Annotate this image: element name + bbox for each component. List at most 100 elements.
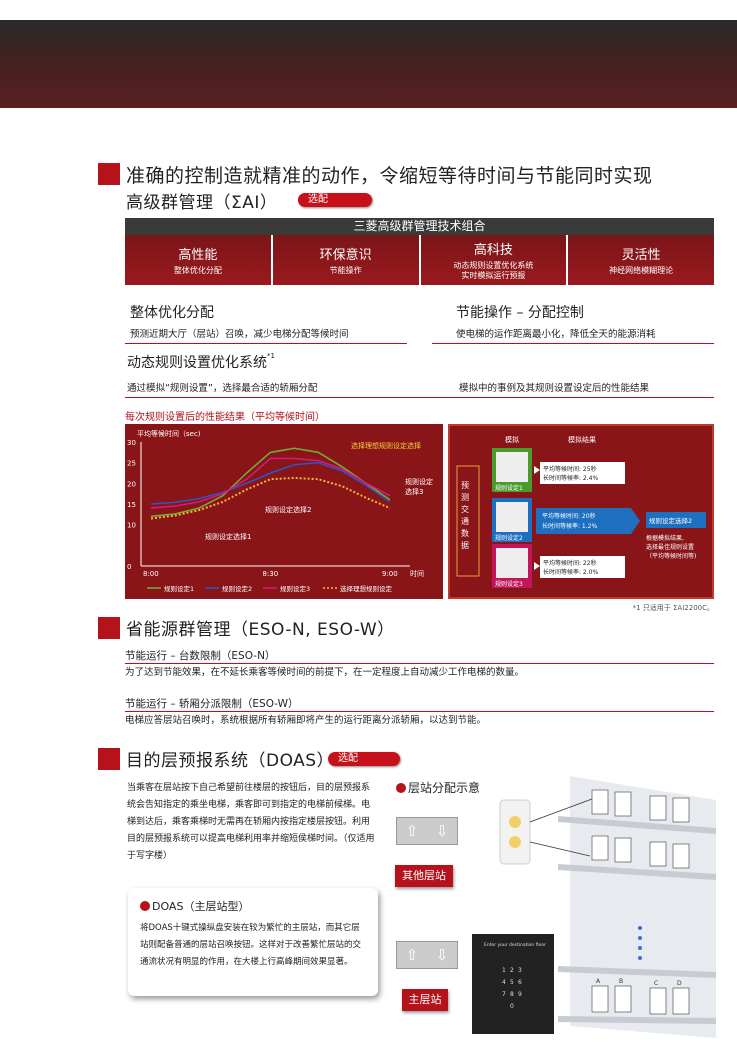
down-arrow-icon: ⇩ [435, 946, 449, 964]
section1-title: 准确的控制造就精准的动作，令缩短等待时间与节能同时实现 [126, 165, 653, 187]
x-axis-label: 时间 [410, 569, 424, 578]
header-banner [0, 20, 737, 108]
side-bracket [456, 465, 480, 577]
doas-box-title: DOAS（主层站型） [140, 898, 366, 914]
pointer-line [529, 795, 601, 823]
eso-n-desc: 为了达到节能效果，在不延长乘客等候时间的前提下，在一定程度上自动减少工作电梯的数… [125, 667, 525, 678]
keypad-key: 9 [518, 991, 522, 998]
elevator-door [591, 985, 609, 1013]
combo-sub: 神经网络模糊理论 [609, 266, 674, 275]
pointer-line [529, 841, 591, 857]
case3-label: 规则设定3 [495, 580, 523, 588]
energy-title: 节能操作 – 分配控制 [456, 305, 584, 321]
eso-w-title: 节能运行 – 轿厢分派限制（ESO-W） [125, 698, 299, 710]
other-floor-label: 其他层站 [395, 865, 453, 887]
divider [432, 343, 714, 344]
case2-arrow [631, 508, 640, 534]
y-tick-label: 10 [127, 522, 136, 530]
elevator-door [672, 797, 690, 823]
option-badge: 选配 [328, 752, 400, 766]
floor-slab [558, 1016, 716, 1024]
case2-label: 规则设定2 [495, 534, 523, 542]
rule3-annotation-a: 规则设定 [405, 477, 433, 486]
hall-button-other: ⇧⇩ [396, 817, 458, 845]
simulation-panel: 模拟 模拟结果 预 测 交 通 数 据 规则设定1 平均等候时间: 25秒 长时… [448, 424, 714, 599]
combo-cell: 高科技 动态规则设置优化系统 实时模拟运行预报 [420, 235, 569, 285]
rule1-annotation: 规则设定选择1 [205, 532, 251, 541]
rule3-annotation-b: 选择3 [405, 487, 423, 496]
keypad-key: 4 [502, 979, 506, 986]
series-line [150, 457, 391, 509]
elevator-doors [591, 789, 690, 1015]
side-char: 交 [461, 504, 469, 514]
divider [125, 663, 714, 664]
case2-result [536, 508, 631, 534]
car-letter: C [654, 980, 658, 987]
ellipsis-dot [638, 926, 642, 930]
ellipsis-dot [638, 946, 642, 950]
keypad-key: 6 [518, 979, 522, 986]
energy-desc: 使电梯的运作距离最小化，降低全天的能源消耗 [456, 329, 656, 340]
combo-title: 三菱高级群管理技术组合 [125, 218, 714, 235]
combo-sub2: 实时模拟运行预报 [461, 271, 526, 280]
floor-slab [558, 816, 716, 834]
keypad-prompt: Enter your destination floor [484, 942, 546, 948]
case3-arrow [534, 562, 540, 570]
result-note2: 选择最佳规则设置 [646, 543, 694, 551]
combo-cell: 环保意识 节能操作 [272, 235, 421, 285]
doas-desc: 当乘客在层站按下自己希望前往楼层的按钮后，目的层预报系统会告知指定的乘坐电梯，乘… [127, 783, 375, 861]
combo-sub: 动态规则设置优化系统 [453, 261, 534, 270]
case2-line2: 长时间等候率: 1.2% [542, 522, 597, 530]
combo-main: 高性能 [178, 248, 218, 263]
diagram-title: 层站分配示意 [396, 779, 480, 796]
keypad-key: 3 [518, 967, 522, 974]
case3-result [540, 556, 625, 578]
car-letter: B [619, 978, 623, 985]
elevator-door [672, 843, 690, 869]
section-marker [98, 163, 120, 185]
option-badge: 选配 [298, 193, 372, 207]
result-note3: （平均等候时间等) [646, 552, 696, 560]
section-marker [98, 748, 120, 770]
legend-label: 规则设定1 [164, 584, 194, 593]
section-marker [98, 617, 120, 639]
legend-label: 规则设定2 [222, 584, 252, 593]
combo-main: 高科技 [473, 243, 513, 258]
dynamic-desc-left: 通过模拟“规则设置”，选择最合适的轿厢分配 [127, 383, 318, 394]
case3-line1: 平均等候时间: 22秒 [543, 559, 597, 567]
result-note1: 根据模拟结果, [646, 534, 684, 542]
combo-main: 灵活性 [621, 248, 661, 263]
bullet-dot [396, 783, 406, 793]
keypad-key: 2 [510, 967, 514, 974]
side-char: 预 [461, 480, 469, 490]
keypad-key: 0 [510, 1003, 514, 1010]
side-char: 数 [461, 528, 469, 538]
elevator-door [614, 985, 632, 1013]
up-call-icon [509, 816, 521, 828]
elevator-door [591, 789, 609, 815]
divider [125, 343, 407, 344]
y-tick-label: 0 [127, 563, 131, 571]
bullet-dot [140, 901, 150, 911]
keypad-key: 8 [510, 991, 514, 998]
sim-col2: 模拟结果 [568, 435, 596, 444]
keypad-key: 5 [510, 979, 514, 986]
main-floor-label: 主层站 [402, 989, 448, 1011]
elevator-door [649, 987, 667, 1015]
car-letter: D [677, 980, 682, 987]
y-tick-label: 25 [127, 460, 136, 468]
floor-slabs [558, 816, 716, 1024]
doas-keypad-panel [472, 934, 554, 1034]
series-line [150, 476, 391, 520]
result-label-box [646, 512, 706, 528]
sim-col1: 模拟 [505, 435, 519, 444]
combo-sub: 整体优化分配 [173, 266, 222, 275]
doas-box: DOAS（主层站型） 将DOAS十键式操纵盘安装在较为繁忙的主层站，而其它层站则… [128, 888, 378, 996]
combo-sub: 节能操作 [329, 266, 362, 275]
x-tick-label: 9:00 [382, 570, 398, 578]
case2-line1: 平均等候时间: 20秒 [542, 512, 596, 520]
